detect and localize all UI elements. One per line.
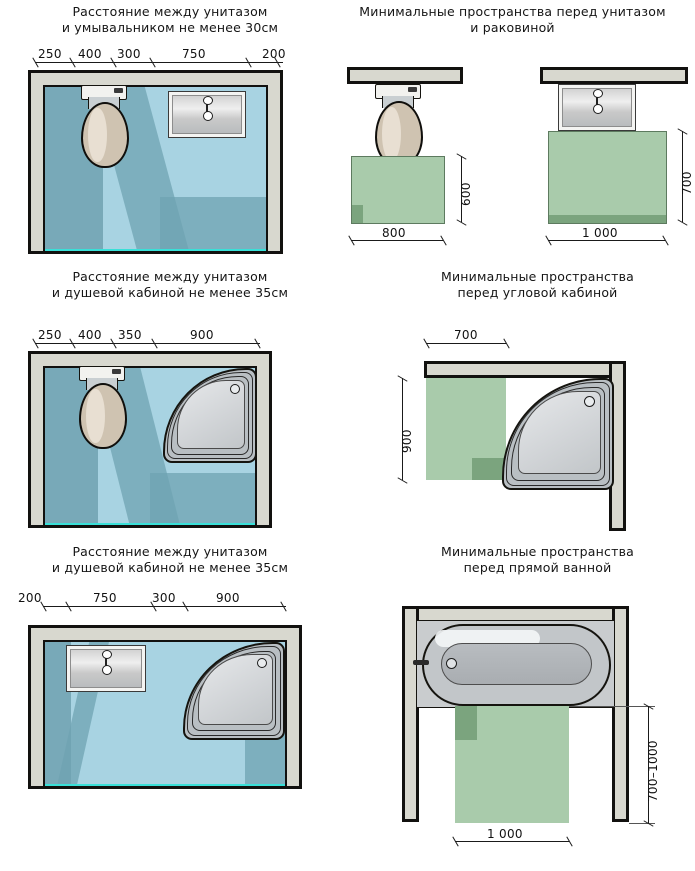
- dim-200: 200: [18, 591, 42, 605]
- panel-min-space-straight-bath: Минимальные пространства перед прямой ва…: [380, 540, 695, 871]
- flush-button: [112, 369, 121, 374]
- dim-400: 400: [78, 47, 102, 61]
- wall-fill: [543, 70, 685, 81]
- dim-700: 700: [680, 171, 694, 195]
- wall-fill: [350, 70, 460, 81]
- panel-min-space-corner-shower: Минимальные пространства перед угловой к…: [380, 265, 695, 535]
- corner-shower-fixture: [163, 368, 257, 463]
- dim-250: 250: [38, 328, 62, 342]
- bathtub-tap-icon: [413, 660, 429, 665]
- clearance-zone-shower: [426, 378, 506, 480]
- corner-shower-fixture: [502, 378, 614, 490]
- dim-250: 250: [38, 47, 62, 61]
- toilet-bowl: [79, 383, 127, 449]
- tap-stem: [206, 97, 208, 113]
- panel-toilet-shower-distance: Расстояние между унитазом и душевой каби…: [0, 265, 340, 535]
- dim-900: 900: [216, 591, 240, 605]
- tap-outlet-icon: [102, 665, 112, 675]
- dim-600: 600: [459, 182, 473, 206]
- panel-title: Минимальные пространства перед прямой ва…: [440, 544, 634, 575]
- dim-900: 900: [190, 328, 214, 342]
- washbasin-fixture: [558, 84, 636, 131]
- dim-200: 200: [262, 47, 286, 61]
- toilet-bowl: [81, 102, 129, 168]
- dim-1000: 1 000: [487, 827, 523, 841]
- tap-handle-icon: [593, 89, 603, 98]
- flush-button: [408, 87, 417, 92]
- dim-300: 300: [117, 47, 141, 61]
- dim-900: 900: [400, 429, 414, 453]
- clearance-zone-toilet: [351, 156, 445, 224]
- flush-button: [114, 88, 123, 93]
- tap-handle-icon: [203, 96, 213, 105]
- bathtub-inner: [441, 643, 592, 685]
- wall-left-fill: [405, 609, 416, 819]
- wall-top-fill: [405, 609, 626, 620]
- corner-shower-fixture: [183, 642, 285, 740]
- clearance-zone-bath: [455, 706, 569, 823]
- tap-outlet-icon: [203, 111, 213, 121]
- wall-right-fill: [612, 364, 623, 528]
- panel-title: Минимальные пространства перед угловой к…: [440, 269, 634, 300]
- washbasin-fixture: [66, 645, 146, 692]
- shower-drain-icon: [584, 396, 595, 407]
- panel-toilet-sink-distance: Расстояние между унитазом и умывальником…: [0, 0, 340, 262]
- dim-300: 300: [152, 591, 176, 605]
- room-plan: [28, 351, 272, 528]
- dim-700-1000: 700–1000: [646, 740, 660, 802]
- panel-title: Минимальные пространства перед унитазом …: [359, 4, 666, 35]
- washbasin-fixture: [168, 91, 246, 138]
- dim-750: 750: [93, 591, 117, 605]
- panel-title: Расстояние между унитазом и душевой каби…: [51, 544, 289, 575]
- panel-sink-shower-distance: Расстояние между унитазом и душевой каби…: [0, 540, 340, 871]
- tap-handle-icon: [102, 650, 112, 659]
- shower-drain-icon: [230, 384, 240, 394]
- dim-400: 400: [78, 328, 102, 342]
- room-plan: [28, 625, 302, 789]
- floor-edge-highlight: [45, 523, 255, 525]
- dim-800: 800: [382, 226, 406, 240]
- room-plan: [28, 70, 283, 254]
- dim-1000: 1 000: [582, 226, 618, 240]
- dimension-leader-top: [569, 706, 655, 707]
- dim-750: 750: [182, 47, 206, 61]
- dim-350: 350: [118, 328, 142, 342]
- wall-top-fill: [427, 364, 623, 375]
- clearance-zone-sink: [548, 131, 667, 224]
- panel-title: Расстояние между унитазом и умывальником…: [61, 4, 279, 35]
- shower-drain-icon: [257, 658, 267, 668]
- tap-stem: [596, 90, 598, 106]
- panel-title: Расстояние между унитазом и душевой каби…: [51, 269, 289, 300]
- bathtub-gloss: [435, 630, 540, 647]
- tap-outlet-icon: [593, 104, 603, 114]
- dimension-leader-bottom: [629, 823, 655, 824]
- floor-edge-highlight: [45, 784, 285, 786]
- panel-min-space-toilet-sink: Минимальные пространства перед унитазом …: [330, 0, 695, 262]
- dim-700: 700: [454, 328, 478, 342]
- floor-edge-highlight: [45, 249, 266, 251]
- tap-stem: [105, 651, 107, 667]
- bathtub-overflow-icon: [446, 658, 457, 669]
- wall-right-fill: [615, 609, 626, 819]
